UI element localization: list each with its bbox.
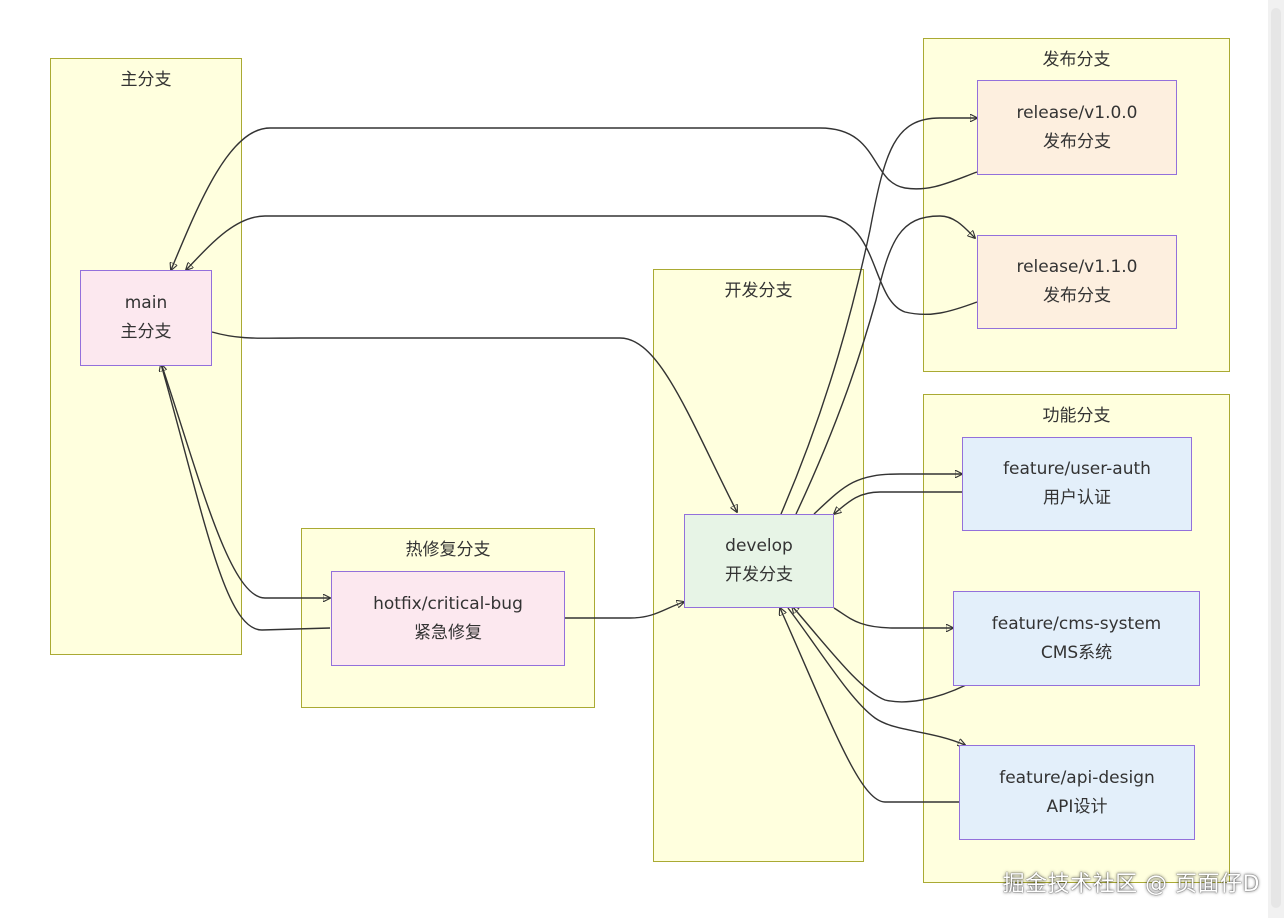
node-release-v100-id: release/v1.0.0 — [1016, 102, 1138, 123]
node-feature-cms-label: CMS系统 — [1040, 642, 1113, 663]
scrollbar-thumb[interactable] — [1271, 8, 1281, 908]
node-main-label: 主分支 — [120, 322, 172, 342]
node-release-v110-label: 发布分支 — [1043, 286, 1111, 306]
node-release-v110[interactable]: release/v1.1.0 发布分支 — [977, 235, 1177, 329]
cluster-release-title: 发布分支 — [1042, 50, 1111, 70]
vertical-scrollbar[interactable] — [1268, 0, 1284, 918]
node-hotfix-id: hotfix/critical-bug — [373, 593, 523, 614]
node-feature-user-auth-label: 用户认证 — [1043, 488, 1111, 508]
node-main[interactable]: main 主分支 — [80, 270, 212, 366]
node-release-v100-label: 发布分支 — [1043, 131, 1111, 152]
node-feature-cms[interactable]: feature/cms-system CMS系统 — [953, 591, 1200, 686]
edge-release-v100-to-main — [171, 127, 978, 270]
node-develop-id: develop — [725, 536, 793, 556]
node-feature-api-id: feature/api-design — [999, 767, 1155, 788]
node-feature-api[interactable]: feature/api-design API设计 — [959, 745, 1195, 840]
node-feature-user-auth-id: feature/user-auth — [1003, 459, 1151, 479]
node-main-id: main — [124, 293, 168, 313]
cluster-hotfix-title: 热修复分支 — [405, 540, 491, 560]
node-develop-label: 开发分支 — [725, 565, 793, 585]
node-release-v110-id: release/v1.1.0 — [1016, 257, 1138, 277]
cluster-feature-title: 功能分支 — [1042, 406, 1111, 426]
watermark-text: 掘金技术社区 @ 页面仔D — [1002, 872, 1260, 897]
node-hotfix[interactable]: hotfix/critical-bug 紧急修复 — [331, 571, 565, 666]
node-release-v100[interactable]: release/v1.0.0 发布分支 — [977, 80, 1177, 175]
node-feature-cms-id: feature/cms-system — [991, 613, 1162, 634]
cluster-develop-title: 开发分支 — [724, 281, 793, 301]
node-hotfix-label: 紧急修复 — [414, 622, 482, 643]
node-feature-user-auth[interactable]: feature/user-auth 用户认证 — [962, 437, 1192, 531]
node-develop[interactable]: develop 开发分支 — [684, 514, 834, 608]
node-feature-api-label: API设计 — [1046, 796, 1108, 817]
cluster-main-title: 主分支 — [120, 70, 172, 90]
